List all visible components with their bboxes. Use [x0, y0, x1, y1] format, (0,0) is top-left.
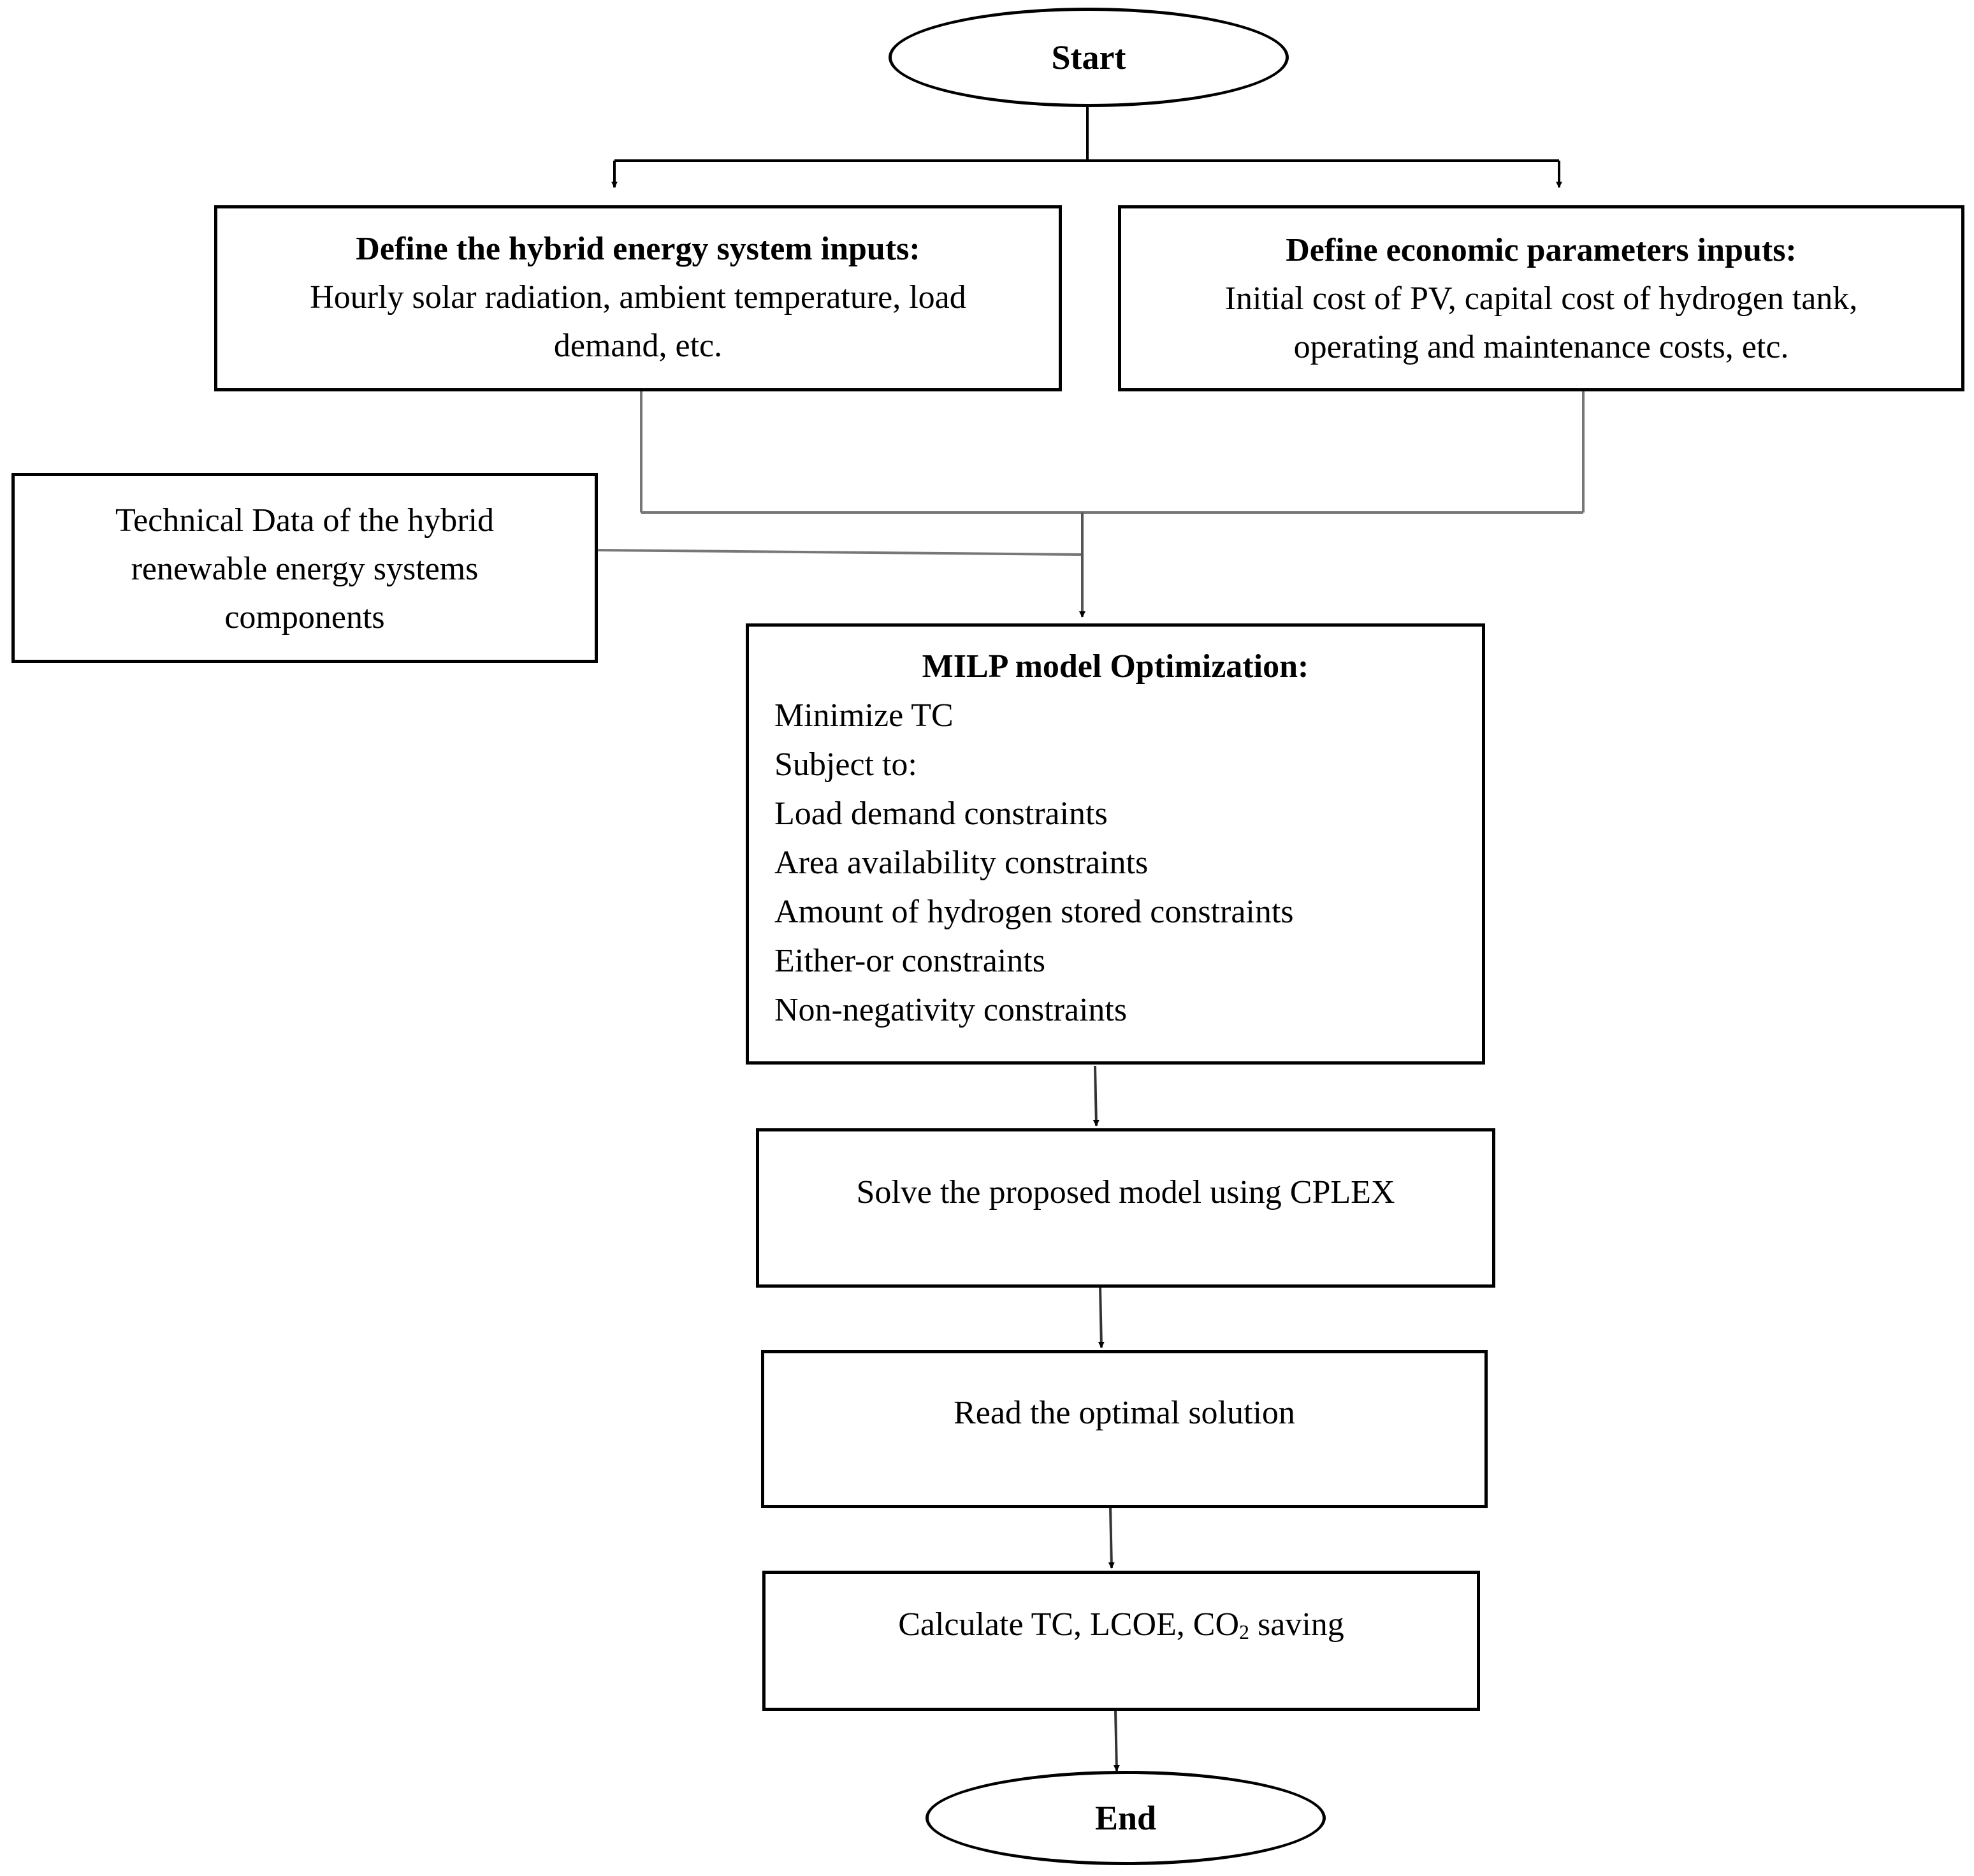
milp-constraint-list: Minimize TC Subject to: Load demand cons…: [749, 691, 1482, 1035]
calculate-box: Calculate TC, LCOE, CO2 saving: [762, 1571, 1480, 1711]
technical-data-line3: components: [224, 599, 385, 636]
start-terminal: Start: [889, 8, 1289, 107]
connector-calculate-to-end: [1113, 1709, 1120, 1771]
economic-inputs-line1: Initial cost of PV, capital cost of hydr…: [1224, 280, 1858, 317]
calculate-subscript: 2: [1239, 1620, 1250, 1643]
connector-milp-to-solve: [1092, 1065, 1099, 1126]
milp-line: Non-negativity constraints: [774, 992, 1128, 1028]
milp-line: Minimize TC: [774, 697, 954, 734]
technical-data-line2: renewable energy systems: [131, 551, 479, 587]
connector-technical-data: [595, 549, 1083, 556]
milp-line: Area availability constraints: [774, 845, 1149, 881]
connector-read-to-calculate: [1108, 1506, 1115, 1569]
economic-inputs-box: Define economic parameters inputs: Initi…: [1118, 205, 1964, 391]
technical-data-line1: Technical Data of the hybrid: [115, 502, 495, 539]
economic-inputs-line2: operating and maintenance costs, etc.: [1293, 329, 1789, 365]
economic-inputs-heading: Define economic parameters inputs:: [1286, 232, 1797, 268]
system-inputs-box: Define the hybrid energy system inputs: …: [214, 205, 1062, 391]
milp-line: Load demand constraints: [774, 796, 1108, 832]
milp-line: Subject to:: [774, 746, 917, 783]
calculate-suffix: saving: [1249, 1606, 1344, 1643]
read-box: Read the optimal solution: [761, 1350, 1488, 1508]
solve-box: Solve the proposed model using CPLEX: [756, 1128, 1495, 1288]
milp-box: MILP model Optimization: Minimize TC Sub…: [746, 623, 1485, 1065]
calculate-prefix: Calculate TC, LCOE, CO: [898, 1606, 1240, 1643]
milp-heading: MILP model Optimization:: [922, 648, 1309, 685]
solve-label: Solve the proposed model using CPLEX: [856, 1174, 1395, 1211]
system-inputs-heading: Define the hybrid energy system inputs:: [356, 231, 920, 267]
calculate-label: Calculate TC, LCOE, CO2 saving: [766, 1606, 1477, 1644]
start-label: Start: [1051, 38, 1126, 76]
connector-solve-to-read: [1098, 1286, 1105, 1348]
system-inputs-line1: Hourly solar radiation, ambient temperat…: [310, 279, 966, 316]
milp-line: Amount of hydrogen stored constraints: [774, 894, 1294, 930]
milp-line: Either-or constraints: [774, 943, 1045, 979]
read-label: Read the optimal solution: [954, 1395, 1295, 1431]
end-label: End: [1094, 1799, 1157, 1837]
technical-data-box: Technical Data of the hybrid renewable e…: [11, 473, 598, 663]
end-terminal: End: [925, 1771, 1326, 1865]
system-inputs-line2: demand, etc.: [553, 328, 723, 364]
